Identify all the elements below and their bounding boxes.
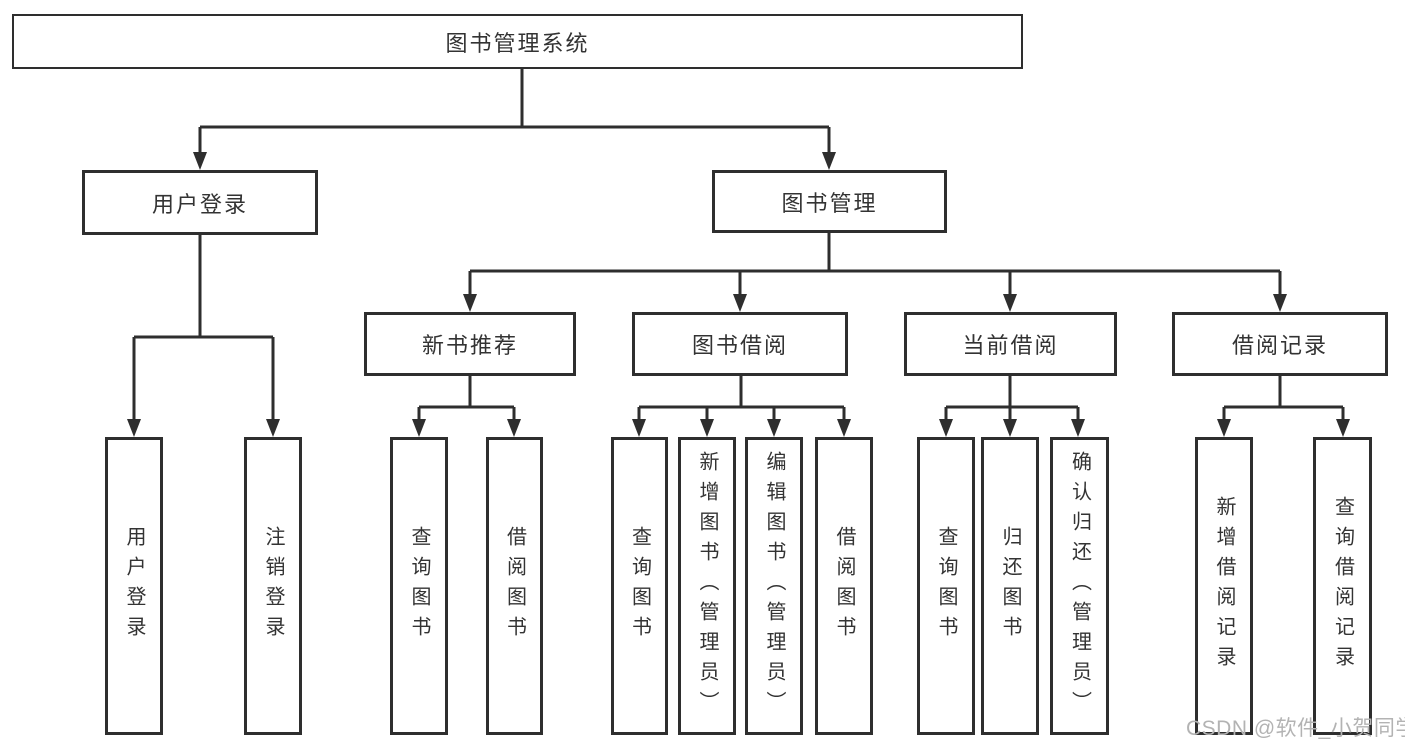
node-leaf-borrow-books-2-label: 借阅图书: [833, 526, 855, 646]
node-leaf-return-books-label: 归还图书: [999, 526, 1021, 646]
node-book-borrow-label: 图书借阅: [691, 333, 788, 358]
node-leaf-add-books-admin: 新增图书（管理员）: [678, 437, 736, 735]
connector-newbook-to-leaves: [412, 376, 521, 437]
connector-userlogin-to-leaves: [127, 235, 280, 437]
node-leaf-confirm-return-admin: 确认归还（管理员）: [1050, 437, 1109, 735]
node-leaf-query-books-2-label: 查询图书: [628, 526, 651, 646]
node-user-login-label: 用户登录: [151, 191, 248, 217]
node-leaf-logout: 注销登录: [244, 437, 302, 735]
node-leaf-query-books-1: 查询图书: [390, 437, 448, 735]
node-leaf-query-books-3-label: 查询图书: [935, 526, 957, 646]
connector-bookmgmt-to-level3: [463, 233, 1287, 312]
node-leaf-edit-books-admin: 编辑图书（管理员）: [745, 437, 803, 735]
connector-borrowrecords-to-leaves: [1217, 376, 1350, 437]
node-leaf-query-books-3: 查询图书: [917, 437, 975, 735]
connector-currentborrow-to-leaves: [939, 376, 1085, 437]
node-leaf-edit-books-admin-label: 编辑图书（管理员）: [763, 451, 785, 721]
node-leaf-user-login-label: 用户登录: [123, 526, 145, 646]
node-borrow-records-label: 借阅记录: [1231, 333, 1328, 358]
node-new-book-rec-label: 新书推荐: [421, 333, 518, 358]
node-leaf-confirm-return-admin-label: 确认归还（管理员）: [1068, 451, 1091, 721]
node-book-mgmt: 图书管理: [712, 170, 947, 233]
node-borrow-records: 借阅记录: [1172, 312, 1388, 376]
node-leaf-query-borrow-record: 查询借阅记录: [1313, 437, 1372, 735]
node-root: 图书管理系统: [12, 14, 1023, 69]
node-book-borrow: 图书借阅: [632, 312, 848, 376]
node-leaf-query-books-1-label: 查询图书: [408, 526, 430, 646]
node-leaf-add-borrow-record-label: 新增借阅记录: [1213, 496, 1235, 676]
node-leaf-borrow-books-2: 借阅图书: [815, 437, 873, 735]
connector-bookborrow-to-leaves: [632, 376, 851, 437]
node-leaf-borrow-books-1: 借阅图书: [486, 437, 543, 735]
node-leaf-user-login: 用户登录: [105, 437, 163, 735]
node-leaf-query-books-2: 查询图书: [611, 437, 668, 735]
node-leaf-return-books: 归还图书: [981, 437, 1039, 735]
node-current-borrow-label: 当前借阅: [962, 333, 1059, 358]
connector-root-to-level2: [193, 68, 836, 170]
node-leaf-query-borrow-record-label: 查询借阅记录: [1331, 496, 1354, 676]
node-new-book-rec: 新书推荐: [364, 312, 576, 376]
node-book-mgmt-label: 图书管理: [781, 190, 878, 216]
node-leaf-logout-label: 注销登录: [262, 526, 284, 646]
node-leaf-add-borrow-record: 新增借阅记录: [1195, 437, 1253, 735]
node-leaf-add-books-admin-label: 新增图书（管理员）: [696, 451, 718, 721]
node-current-borrow: 当前借阅: [904, 312, 1117, 376]
node-leaf-borrow-books-1-label: 借阅图书: [503, 526, 526, 646]
node-user-login: 用户登录: [82, 170, 318, 235]
watermark: CSDN @软件_小贺同学: [1186, 717, 1405, 740]
node-root-label: 图书管理系统: [445, 30, 590, 56]
